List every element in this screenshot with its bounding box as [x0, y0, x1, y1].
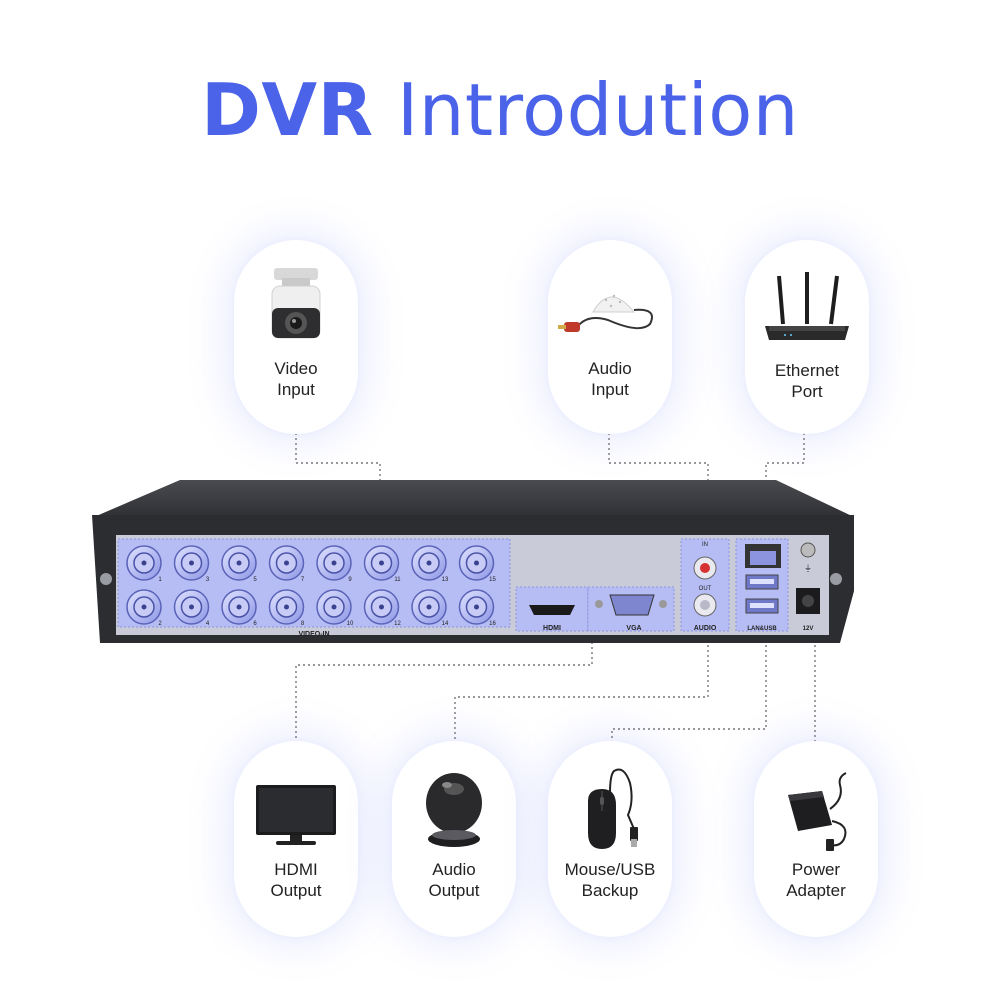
vga-screw-left	[595, 600, 603, 608]
lan-usb-label: LAN&USB	[747, 626, 777, 632]
bnc-number-label: 14	[442, 621, 449, 627]
speaker-icon	[426, 773, 482, 847]
bnc-number-label: 5	[253, 577, 257, 583]
bnc-connector: 2	[126, 589, 162, 627]
bnc-number-label: 4	[206, 621, 210, 627]
bnc-number-label: 8	[301, 621, 305, 627]
page-title: DVR Introdution	[0, 68, 1000, 152]
bnc-connector: 12	[363, 589, 401, 627]
microphone-icon	[558, 294, 653, 332]
audio-label: AUDIO	[694, 625, 717, 632]
lan-port-inner	[750, 551, 776, 565]
screw-left	[100, 573, 112, 585]
audio-in-jack-center	[700, 563, 710, 573]
bnc-connector: 5	[221, 545, 257, 583]
bnc-connector: 15	[458, 545, 496, 583]
bnc-number-label: 12	[394, 621, 401, 627]
vga-label: VGA	[626, 625, 641, 632]
camera-icon	[271, 268, 321, 339]
power-port-socket	[802, 595, 814, 607]
bnc-number-label: 9	[348, 577, 352, 583]
ground-icon: ⏚	[804, 564, 812, 573]
video-in-label: VIDEO-IN	[298, 631, 329, 638]
bnc-connector: 16	[458, 589, 496, 627]
vga-port	[609, 594, 655, 616]
router-icon	[765, 272, 849, 340]
hdmi-output-line	[295, 622, 593, 742]
bnc-number-label: 13	[442, 577, 449, 583]
bnc-connector: 10	[316, 589, 354, 627]
bnc-number-label: 2	[158, 621, 162, 627]
screw-right	[830, 573, 842, 585]
audio-out-label: OUT	[699, 586, 712, 592]
hdmi-label: HDMI	[543, 625, 561, 632]
dvr-top-cover	[94, 480, 854, 517]
title-bold: DVR	[201, 68, 374, 152]
audio-out-jack-center	[700, 600, 710, 610]
bnc-connector: 3	[173, 545, 210, 583]
bnc-connector: 11	[363, 545, 401, 583]
bnc-number-label: 16	[489, 621, 496, 627]
bnc-number-label: 1	[158, 577, 162, 583]
bnc-connector: 6	[221, 589, 257, 627]
audio-in-label: IN	[702, 542, 708, 548]
bnc-connector: 9	[316, 545, 352, 583]
bnc-connector: 13	[411, 545, 449, 583]
vga-screw-right	[659, 600, 667, 608]
ground-screw	[800, 542, 816, 558]
title-rest: Introdution	[396, 68, 799, 152]
usb-line	[611, 630, 767, 742]
usb-port-2-tongue	[750, 603, 774, 608]
audio-area	[680, 538, 730, 632]
bnc-connector: 1	[126, 545, 162, 583]
mouse-icon	[588, 768, 638, 849]
bnc-number-label: 10	[347, 621, 354, 627]
usb-port-1-tongue	[750, 579, 774, 584]
bnc-number-label: 7	[301, 577, 305, 583]
bnc-connector: 14	[411, 589, 449, 627]
hdmi-area	[515, 586, 589, 632]
bnc-number-label: 3	[206, 577, 210, 583]
bnc-number-label: 11	[394, 577, 401, 583]
monitor-icon	[256, 785, 336, 845]
bnc-connector: 4	[173, 589, 210, 627]
bnc-number-label: 15	[489, 577, 496, 583]
power-adapter-icon	[788, 772, 847, 851]
bnc-connector: 8	[268, 589, 305, 627]
power-label: 12V	[803, 626, 814, 632]
bnc-connector: 7	[268, 545, 305, 583]
hdmi-port	[529, 605, 575, 615]
bnc-number-label: 6	[253, 621, 257, 627]
